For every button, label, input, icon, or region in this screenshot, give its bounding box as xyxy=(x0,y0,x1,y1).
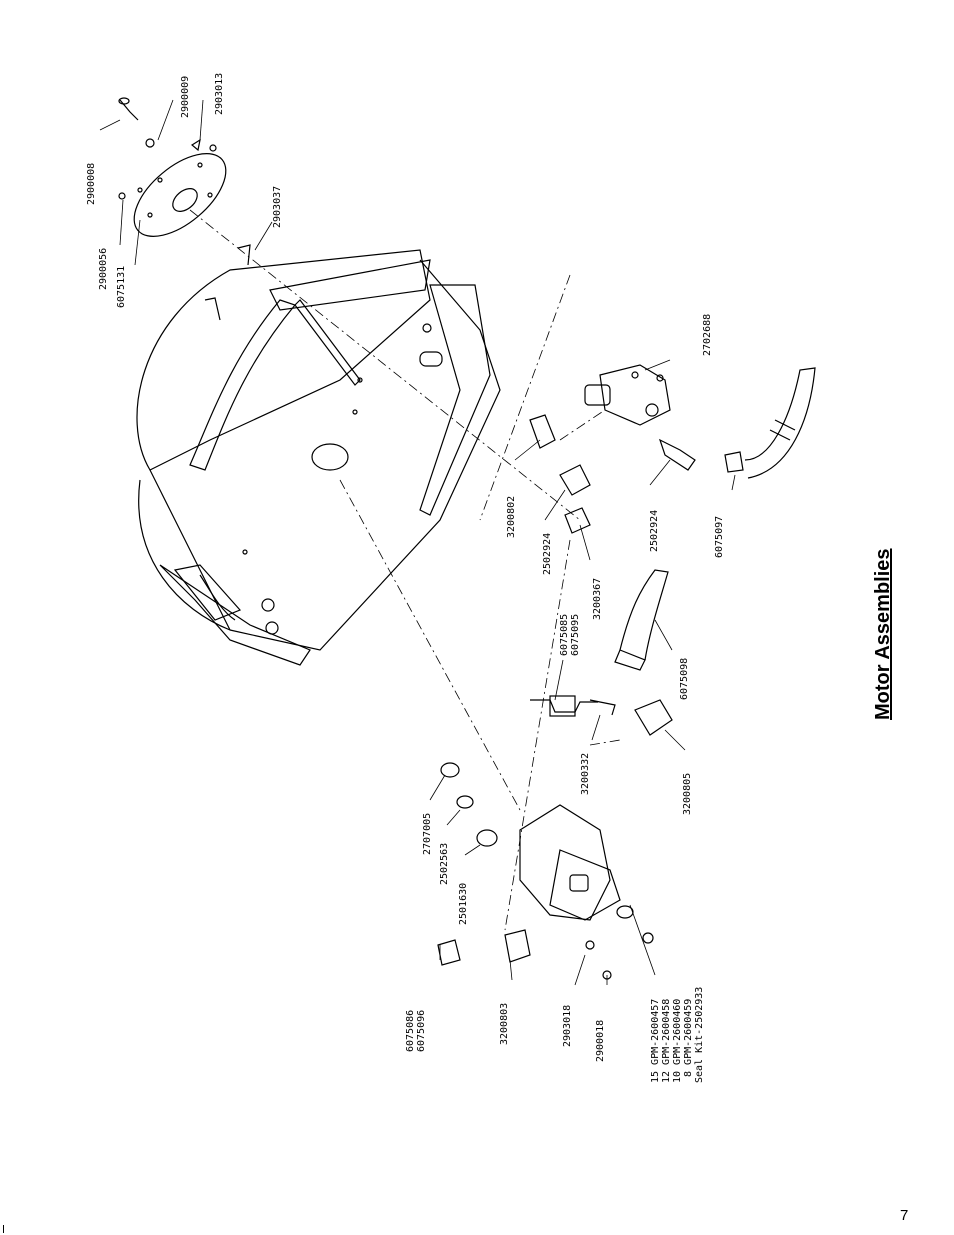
label-2900009: 2900009 xyxy=(180,76,191,118)
label-6075098: 6075098 xyxy=(679,658,690,700)
valve-block xyxy=(529,364,816,534)
label-3200332: 3200332 xyxy=(580,753,591,795)
label-2903018: 2903018 xyxy=(562,1005,573,1047)
label-2502563: 2502563 xyxy=(439,843,450,885)
label-2502924-a: 2502924 xyxy=(542,533,553,575)
label-2900008: 2900008 xyxy=(86,163,97,205)
hydraulic-motor xyxy=(437,762,654,980)
label-6075131: 6075131 xyxy=(116,266,127,308)
label-2903013: 2903013 xyxy=(214,73,225,115)
label-6075086: 6075086 xyxy=(405,1010,416,1052)
label-6075096: 6075096 xyxy=(416,1010,427,1052)
label-2502924-b: 2502924 xyxy=(649,510,660,552)
margin-tick xyxy=(3,1225,4,1233)
label-2903037: 2903037 xyxy=(272,186,283,228)
page-number: 7 xyxy=(900,1207,909,1224)
motor-gpm-list: 15 GPM-2600457 12 GPM-2600458 10 GPM-260… xyxy=(650,987,705,1083)
flange-plate xyxy=(118,97,251,321)
label-2900018: 2900018 xyxy=(595,1020,606,1062)
hose-assembly xyxy=(530,569,673,736)
label-2702688: 2702688 xyxy=(702,314,713,356)
page-title: Motor Assemblies xyxy=(872,548,894,720)
label-6075097: 6075097 xyxy=(714,516,725,558)
center-lines xyxy=(189,209,621,931)
motor-list-item: 8 GPM-2600459 xyxy=(683,999,694,1083)
motor-list-item: 15 GPM-2600457 xyxy=(650,999,661,1083)
motor-list-item: 12 GPM-2600458 xyxy=(661,999,672,1083)
label-2501630: 2501630 xyxy=(458,883,469,925)
label-6075095: 6075095 xyxy=(570,614,581,656)
part-labels: 2900008 2900009 2903013 2900056 6075131 … xyxy=(86,73,725,1062)
label-3200367: 3200367 xyxy=(592,578,603,620)
motor-list-item: 10 GPM-2600460 xyxy=(672,999,683,1083)
label-2707005: 2707005 xyxy=(422,813,433,855)
reel-frame xyxy=(136,249,501,666)
label-3200803: 3200803 xyxy=(499,1003,510,1045)
label-6075085: 6075085 xyxy=(559,614,570,656)
label-3200802: 3200802 xyxy=(506,496,517,538)
label-2900056: 2900056 xyxy=(98,248,109,290)
motor-list-item: Seal Kit-2502933 xyxy=(694,987,705,1083)
leader-lines xyxy=(99,99,736,986)
label-3200805: 3200805 xyxy=(682,773,693,815)
